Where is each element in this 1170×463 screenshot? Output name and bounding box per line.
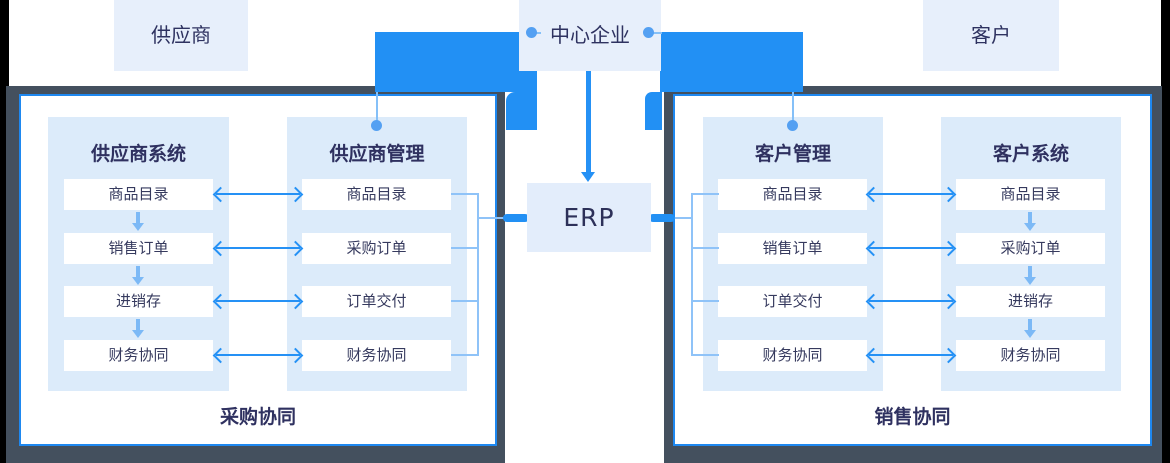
item-box: 商品目录 xyxy=(64,179,213,210)
center-to-erp-arrow-icon xyxy=(581,71,595,182)
left-ribbon-drop xyxy=(506,92,537,130)
down-arrow-icon xyxy=(1024,319,1036,338)
connector-line xyxy=(691,300,719,302)
item-box: 订单交付 xyxy=(302,286,451,317)
item-box: 商品目录 xyxy=(956,179,1105,210)
connector-line xyxy=(477,193,479,356)
down-arrow-icon xyxy=(1024,266,1036,285)
connector-line xyxy=(477,217,507,219)
down-arrow-icon xyxy=(132,212,144,231)
bidirectional-arrow-icon xyxy=(216,247,300,249)
connection-dot xyxy=(371,120,382,131)
connector-line xyxy=(451,193,479,195)
bidirectional-arrow-icon xyxy=(869,193,953,195)
item-box: 财务协同 xyxy=(302,340,451,371)
connector-line xyxy=(376,92,378,124)
connector-line xyxy=(691,193,693,356)
item-box: 财务协同 xyxy=(64,340,213,371)
item-box: 商品目录 xyxy=(718,179,867,210)
left-letterbox-bar xyxy=(0,0,9,463)
item-box: 采购订单 xyxy=(956,233,1105,264)
bidirectional-arrow-icon xyxy=(216,300,300,302)
connection-dot xyxy=(787,120,798,131)
bidirectional-arrow-icon xyxy=(216,193,300,195)
item-box: 销售订单 xyxy=(718,233,867,264)
bidirectional-arrow-icon xyxy=(869,354,953,356)
connection-dot xyxy=(526,27,537,38)
panel-footer-label: 销售协同 xyxy=(874,406,951,428)
supplier-node: 供应商 xyxy=(114,0,248,71)
item-box: 财务协同 xyxy=(956,340,1105,371)
down-arrow-icon xyxy=(132,319,144,338)
right-ribbon-drop xyxy=(645,92,662,130)
item-box: 订单交付 xyxy=(718,286,867,317)
erp-right-connector xyxy=(649,214,675,222)
item-box: 财务协同 xyxy=(718,340,867,371)
connector-line xyxy=(691,193,719,195)
erp-left-connector xyxy=(503,214,529,222)
down-arrow-icon xyxy=(132,266,144,285)
connector-line xyxy=(691,354,719,356)
column-title: 客户系统 xyxy=(992,143,1069,165)
column-title: 供应商管理 xyxy=(329,143,425,165)
bidirectional-arrow-icon xyxy=(869,300,953,302)
down-arrow-icon xyxy=(1024,212,1036,231)
connector-line xyxy=(649,32,662,34)
customer-node: 客户 xyxy=(923,0,1059,71)
connector-line xyxy=(792,92,794,124)
item-box: 销售订单 xyxy=(64,233,213,264)
erp-node: ERP xyxy=(527,183,651,252)
connector-line xyxy=(451,354,479,356)
right-letterbox-bar xyxy=(1161,0,1170,463)
column-title: 客户管理 xyxy=(754,143,831,165)
bidirectional-arrow-icon xyxy=(869,247,953,249)
column-title: 供应商系统 xyxy=(90,143,186,165)
panel-footer-label: 采购协同 xyxy=(219,406,296,428)
item-box: 商品目录 xyxy=(302,179,451,210)
item-box: 采购订单 xyxy=(302,233,451,264)
connector-line xyxy=(691,247,719,249)
item-box: 进销存 xyxy=(956,286,1105,317)
connector-line xyxy=(451,300,479,302)
left-ribbon-bar xyxy=(375,32,537,92)
bidirectional-arrow-icon xyxy=(216,354,300,356)
connector-line xyxy=(663,217,693,219)
item-box: 进销存 xyxy=(64,286,213,317)
connector-line xyxy=(451,247,479,249)
right-ribbon-bar xyxy=(660,32,803,92)
connection-dot xyxy=(643,27,654,38)
center-enterprise-node: 中心企业 xyxy=(519,0,661,71)
